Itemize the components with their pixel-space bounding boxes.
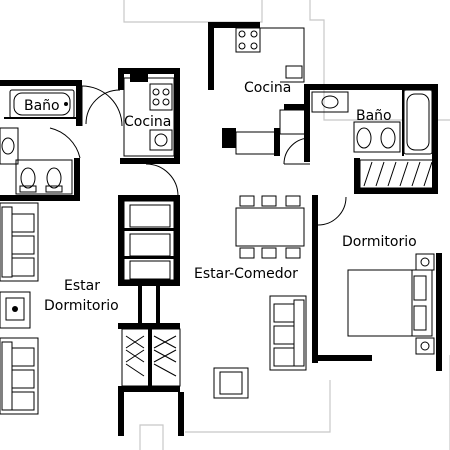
bathtub-left xyxy=(4,89,76,119)
central-passage xyxy=(138,286,160,323)
kitchen-left-counter xyxy=(123,77,175,157)
nightstand-bottom xyxy=(415,337,435,355)
label-cocina-left: Cocina xyxy=(124,114,171,130)
outer-boundary xyxy=(123,0,450,450)
armchair-comedor xyxy=(213,367,249,399)
kitchen-top-counter xyxy=(235,27,309,135)
door-swing-bath-right xyxy=(317,196,347,226)
door-swing-kitchen-left xyxy=(85,89,179,197)
sofa-left-top xyxy=(0,202,39,282)
double-bed xyxy=(347,269,433,337)
washbasin-right xyxy=(311,91,349,113)
washbasin-left xyxy=(0,127,19,165)
toilet-bidet-right xyxy=(353,121,401,153)
walls xyxy=(0,22,442,436)
bathtub-right xyxy=(402,88,433,156)
nightstand-top xyxy=(415,253,435,271)
room-labels: Baño Cocina Cocina Baño Dormitorio Estar… xyxy=(24,80,417,314)
sofa-left-bottom xyxy=(0,337,39,415)
door-swing-bano-left xyxy=(49,85,123,159)
central-cabinet xyxy=(123,200,175,281)
armchair-left xyxy=(0,291,31,329)
label-bano-left: Baño xyxy=(24,98,60,114)
sofa-comedor xyxy=(269,295,307,371)
central-wardrobe xyxy=(121,328,181,387)
label-estar-comedor: Estar-Comedor xyxy=(194,266,298,282)
label-estar: Estar xyxy=(64,278,100,294)
dining-table xyxy=(235,195,305,259)
label-bano-right: Baño xyxy=(356,108,392,124)
label-cocina-top: Cocina xyxy=(244,80,291,96)
door-swing-kitchen-top xyxy=(283,137,311,165)
label-dormitorio: Dormitorio xyxy=(342,234,417,250)
label-estar-dormitorio: Dormitorio xyxy=(44,298,119,314)
toilet-bidet-left xyxy=(15,159,73,195)
wardrobe-right-bath xyxy=(359,159,435,189)
kitchen-top-appliance xyxy=(222,128,280,156)
